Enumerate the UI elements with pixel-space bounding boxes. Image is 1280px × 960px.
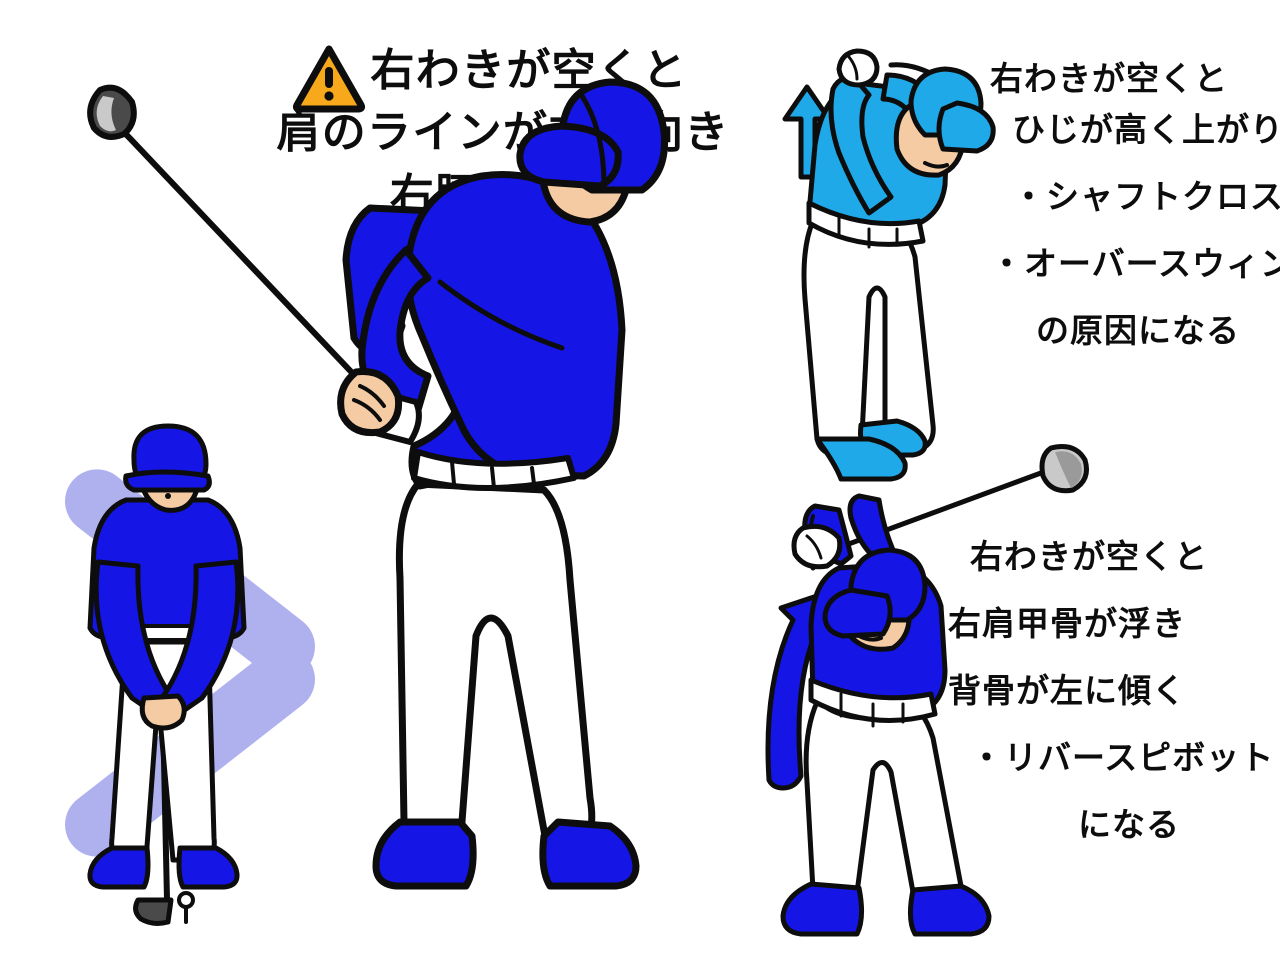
shoe-left — [780, 881, 865, 937]
note-top-bullet-2: ・オーバースウィング — [990, 244, 1280, 283]
shoe-left — [814, 436, 908, 482]
golfer-top-of-swing-rear — [765, 45, 1010, 505]
shoe-left — [372, 818, 477, 890]
note-bottom-line-4: になる — [1078, 805, 1180, 844]
note-top-line-3: の原因になる — [1036, 311, 1240, 350]
note-bottom-line-3: 背骨が左に傾く — [948, 671, 1186, 710]
note-top-right: 右わきが空くと ひじが高く上がり ・シャフトクロス ・オーバースウィング の原因… — [990, 62, 1280, 365]
arm-back — [828, 75, 894, 216]
shoe-right — [539, 818, 640, 890]
hands — [337, 368, 403, 437]
shoe-right — [907, 883, 992, 937]
golf-ball-icon — [177, 891, 195, 909]
note-top-line-1: 右わきが空くと — [990, 59, 1228, 98]
golfer-top-of-swing-front — [755, 440, 1105, 950]
hands — [139, 693, 187, 731]
arm-right — [847, 493, 896, 561]
cap-brim — [516, 122, 622, 190]
note-top-bullet-1: ・シャフトクロス — [1012, 177, 1280, 216]
note-bottom-bullet-1: ・リバースピボット — [970, 738, 1275, 777]
club-head-icon — [87, 84, 137, 140]
golfer-address-small — [40, 423, 370, 950]
warning-triangle-icon — [292, 45, 366, 113]
golfer-backswing-large — [87, 78, 720, 920]
cap-brim — [822, 587, 893, 639]
hands — [836, 48, 880, 88]
cap-brim — [936, 100, 996, 154]
note-top-line-2: ひじが高く上がり — [1012, 110, 1280, 149]
note-bottom-line-2: 右肩甲骨が浮き — [948, 604, 1186, 643]
note-bottom-right: 右わきが空くと 右肩甲骨が浮き 背骨が左に傾く ・リバースピボット になる — [948, 540, 1274, 859]
shoe-left — [87, 845, 151, 890]
curved-up-arrow-blue — [765, 589, 836, 791]
note-bottom-line-1: 右わきが空くと — [970, 537, 1208, 576]
club-head-icon — [1039, 444, 1089, 494]
club-head-icon — [133, 897, 174, 926]
shoe-right — [176, 845, 240, 890]
cap-brim — [123, 469, 212, 493]
